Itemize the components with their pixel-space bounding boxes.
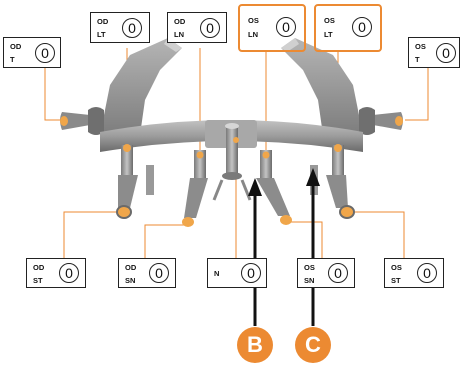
label-n-pos: N: [214, 269, 220, 278]
label-os-lt-value: 0: [352, 17, 372, 37]
label-os-sn-value: 0: [328, 263, 348, 283]
label-od-t-eye: OD: [10, 42, 22, 51]
label-os-lt: OS LT 0: [318, 9, 378, 47]
label-od-st: OD ST 0: [26, 258, 86, 288]
label-od-t-pos: T: [10, 55, 15, 64]
label-od-ln-pos: LN: [174, 30, 184, 39]
callout-c-badge: C: [295, 327, 331, 363]
label-os-st: OS ST 0: [384, 258, 444, 288]
label-od-ln: OD LN 0: [167, 12, 227, 43]
posts: [118, 145, 348, 218]
label-od-st-value: 0: [59, 263, 79, 283]
label-od-ln-value: 0: [200, 18, 220, 38]
label-od-t-value: 0: [35, 43, 55, 63]
label-os-t-value: 0: [436, 43, 456, 63]
label-od-sn-eye: OD: [125, 263, 137, 272]
label-os-sn-pos: SN: [304, 276, 315, 285]
label-n: N 0: [207, 258, 267, 288]
label-os-st-pos: ST: [391, 276, 401, 285]
label-os-ln-value: 0: [276, 17, 296, 37]
arrow-c: [306, 168, 320, 326]
label-os-t-pos: T: [415, 55, 420, 64]
label-od-st-eye: OD: [33, 263, 45, 272]
sensor-tips: [117, 137, 354, 227]
label-os-ln-pos: LN: [248, 30, 258, 39]
left-arm-shape: [100, 38, 182, 135]
label-os-t: OS T 0: [408, 37, 460, 68]
callout-b-badge: B: [237, 327, 273, 363]
label-od-lt-value: 0: [122, 18, 142, 38]
label-od-sn: OD SN 0: [118, 258, 176, 288]
label-od-lt: OD LT 0: [90, 12, 150, 43]
label-os-st-value: 0: [417, 263, 437, 283]
label-od-sn-value: 0: [149, 263, 169, 283]
label-os-t-eye: OS: [415, 42, 426, 51]
label-os-st-eye: OS: [391, 263, 402, 272]
highlight-os-ln: [238, 4, 306, 52]
label-os-sn: OS SN 0: [297, 258, 355, 288]
label-os-sn-eye: OS: [304, 263, 315, 272]
arrow-b: [248, 178, 262, 326]
label-od-lt-pos: LT: [97, 30, 106, 39]
label-n-value: 0: [241, 263, 261, 283]
label-od-ln-eye: OD: [174, 17, 186, 26]
highlight-os-lt: [314, 4, 382, 52]
label-od-t: OD T 0: [3, 37, 61, 68]
label-os-ln-eye: OS: [248, 16, 259, 25]
right-arm-shape: [281, 38, 363, 135]
label-os-ln: OS LN 0: [242, 9, 302, 47]
label-od-st-pos: ST: [33, 276, 43, 285]
label-os-lt-pos: LT: [324, 30, 333, 39]
label-od-sn-pos: SN: [125, 276, 136, 285]
label-os-lt-eye: OS: [324, 16, 335, 25]
label-od-lt-eye: OD: [97, 17, 109, 26]
